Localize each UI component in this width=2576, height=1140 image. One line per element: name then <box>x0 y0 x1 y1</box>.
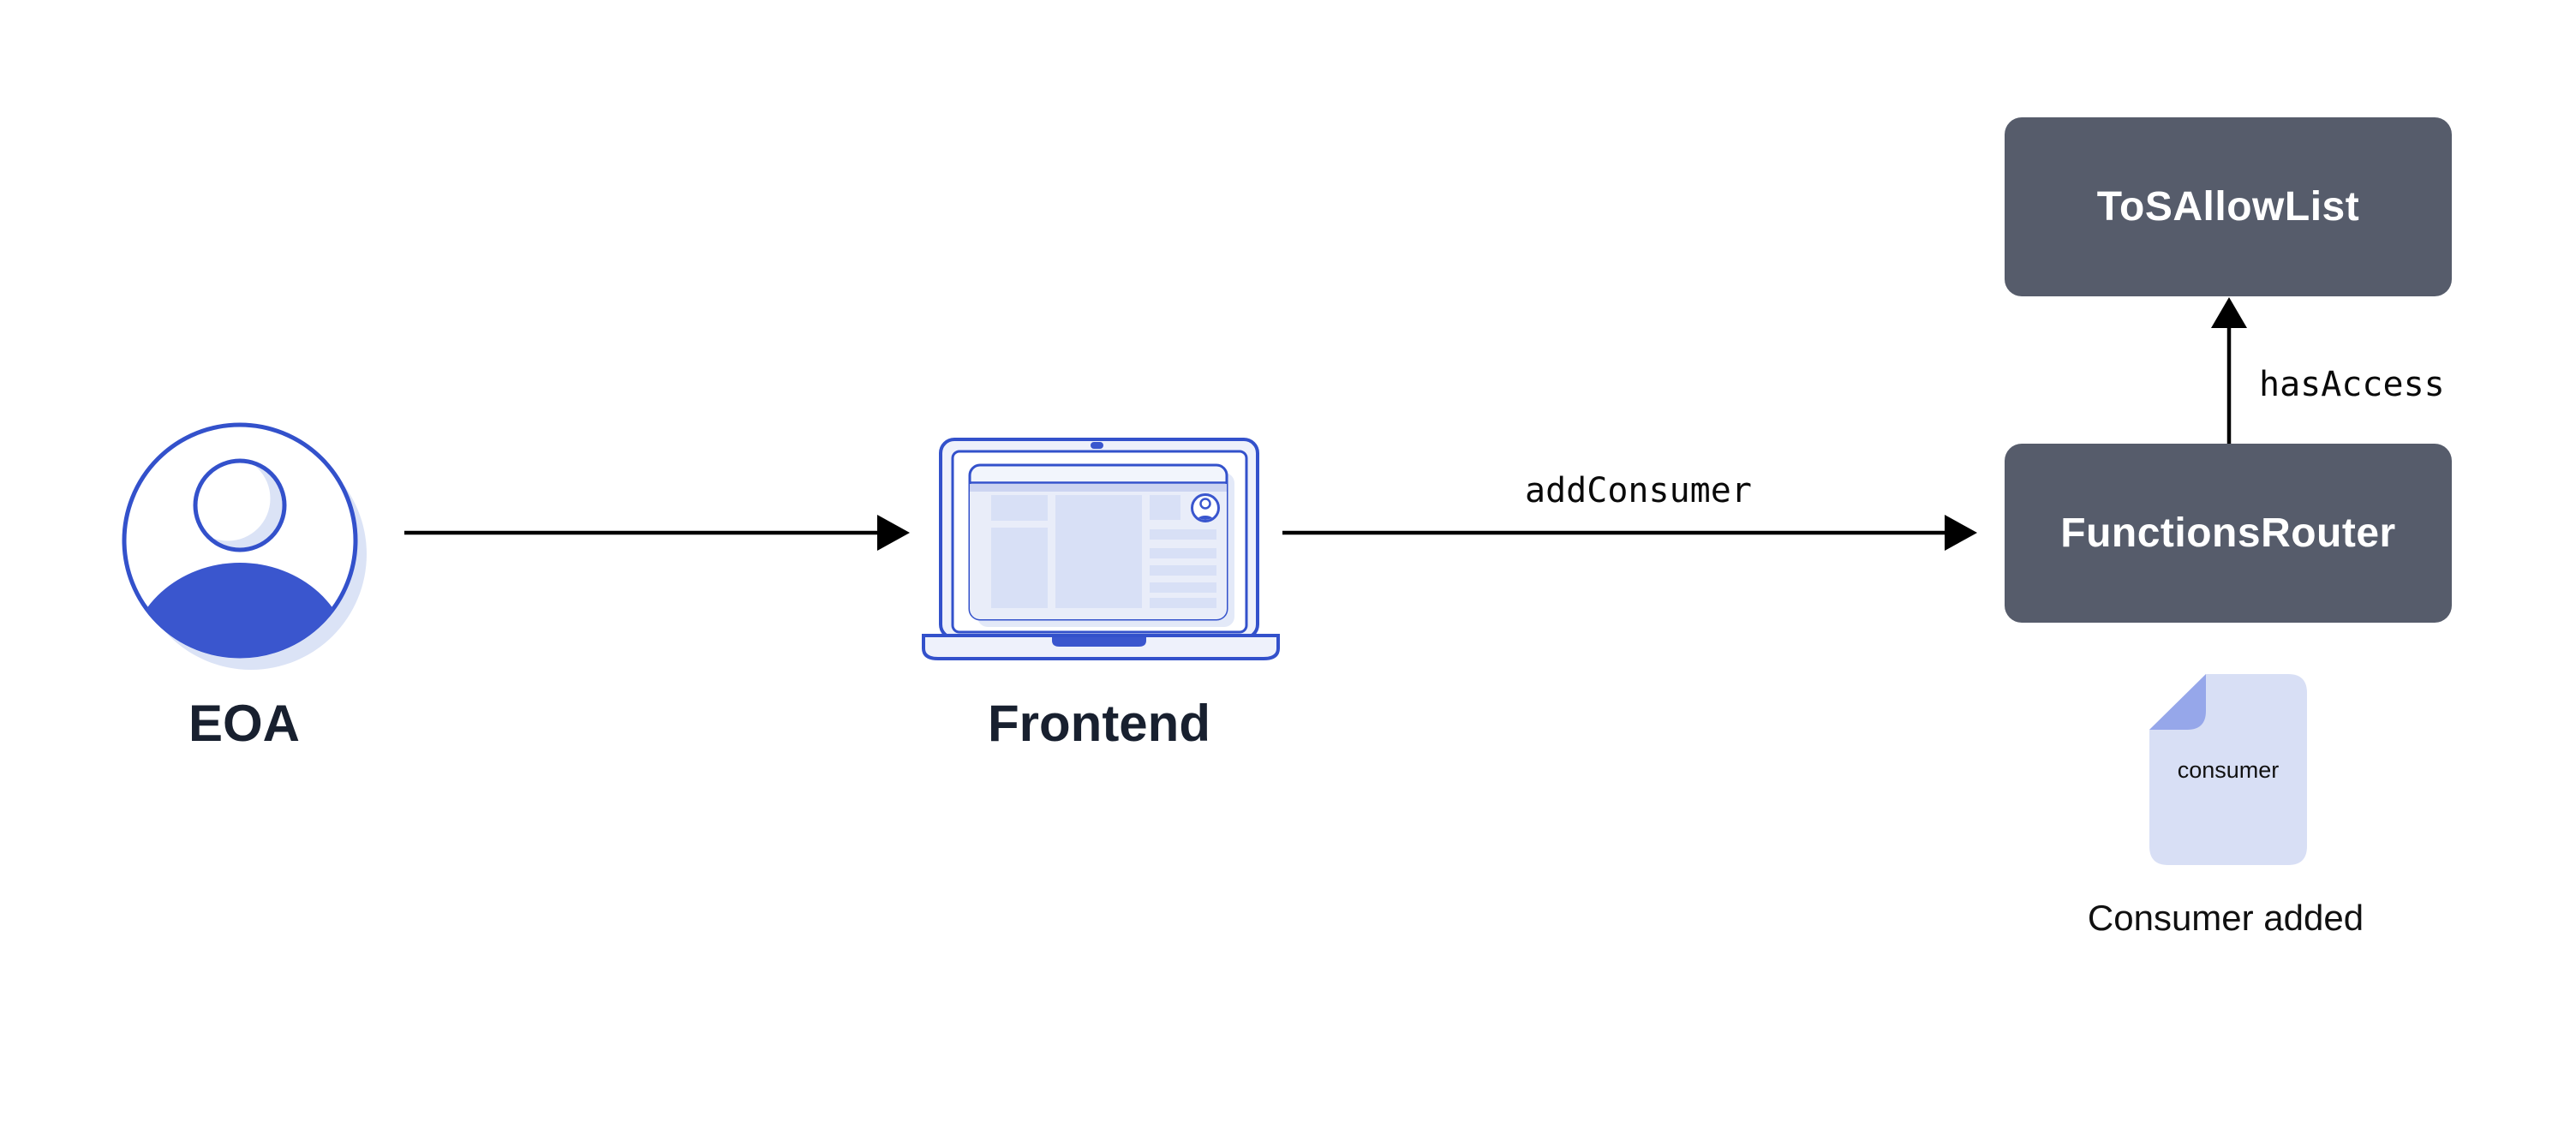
functionsrouter-label: FunctionsRouter <box>2060 510 2396 556</box>
laptop-icon <box>922 438 1280 660</box>
tosallowlist-label: ToSAllowList <box>2096 184 2360 230</box>
profile-avatar-icon <box>1191 493 1220 522</box>
node-tosallowlist: ToSAllowList <box>2005 117 2452 296</box>
frontend-label: Frontend <box>988 695 1210 752</box>
user-avatar-icon <box>122 422 367 670</box>
webcam-dot <box>1091 442 1103 449</box>
node-functionsrouter: FunctionsRouter <box>2005 444 2452 623</box>
arrow-frontend-to-functionsrouter <box>1282 515 1977 551</box>
browser-content <box>970 481 1227 619</box>
arrow-eoa-to-frontend <box>404 515 910 551</box>
document-icon <box>2149 674 2307 865</box>
edge-label-addconsumer: addConsumer <box>1525 471 1752 510</box>
document-label: consumer <box>2177 757 2280 783</box>
edge-label-hasaccess: hasAccess <box>2259 365 2445 404</box>
eoa-label: EOA <box>188 695 301 752</box>
arrow-functionsrouter-to-tosallowlist <box>2211 297 2247 445</box>
consumer-added-caption: Consumer added <box>2087 898 2364 938</box>
folded-corner <box>2149 674 2206 730</box>
